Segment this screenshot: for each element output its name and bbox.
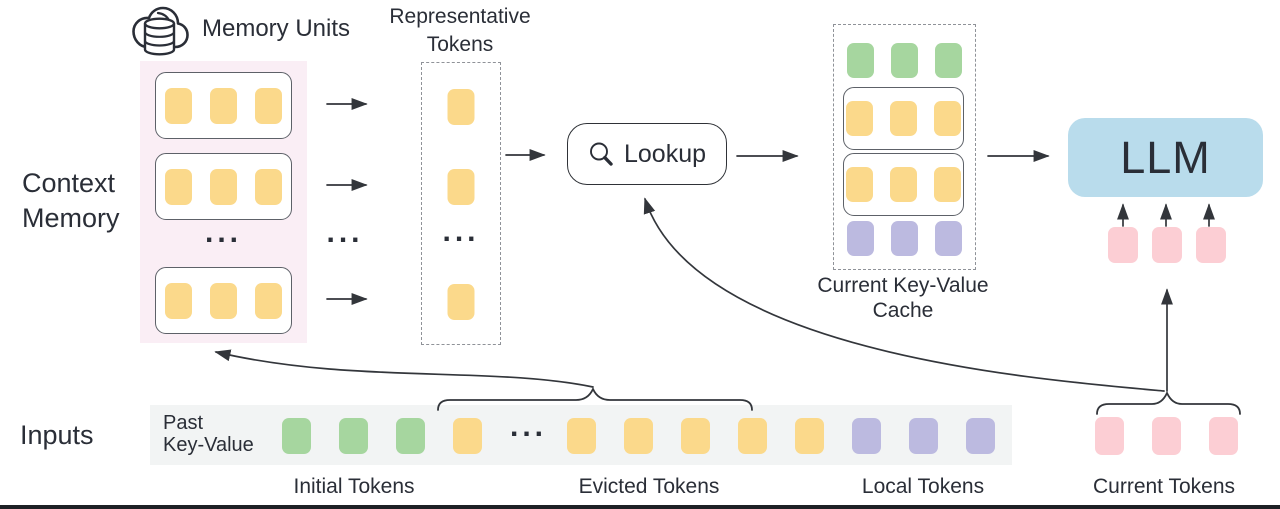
between-columns-ellipsis: ... bbox=[326, 216, 364, 249]
context-memory-line2: Memory bbox=[22, 203, 120, 233]
current-tokens-label: Current Tokens bbox=[1092, 475, 1236, 498]
green-token bbox=[847, 43, 874, 78]
initial-tokens-label: Initial Tokens bbox=[293, 475, 415, 498]
llm-input-tokens bbox=[1108, 227, 1226, 263]
past-kv-strip: Past Key-Value ... bbox=[150, 405, 1012, 465]
pink-token bbox=[1209, 417, 1238, 455]
yellow-token bbox=[890, 167, 917, 202]
cache-local-row bbox=[834, 221, 975, 256]
yellow-token bbox=[846, 101, 873, 136]
lookup-box: Lookup bbox=[567, 123, 727, 185]
search-icon bbox=[590, 142, 613, 166]
pink-token bbox=[1196, 227, 1226, 263]
yellow-token bbox=[567, 418, 596, 454]
current-kv-cache-line1: Current Key-Value bbox=[817, 274, 989, 297]
yellow-token bbox=[210, 168, 237, 205]
lookup-label: Lookup bbox=[623, 139, 707, 168]
ellipsis: ... bbox=[510, 410, 548, 443]
yellow-token bbox=[846, 167, 873, 202]
memory-units-label: Memory Units bbox=[202, 15, 351, 42]
green-token bbox=[339, 418, 368, 454]
yellow-token bbox=[934, 167, 961, 202]
green-token bbox=[935, 43, 962, 78]
yellow-token bbox=[255, 168, 282, 205]
current-kv-cache-line2: Cache bbox=[872, 299, 934, 322]
past-key-value-line2: Key-Value bbox=[163, 434, 254, 456]
yellow-token bbox=[934, 101, 961, 136]
current-tokens-row bbox=[1095, 417, 1238, 455]
purple-token bbox=[909, 418, 938, 454]
pink-token bbox=[1108, 227, 1138, 263]
arrow-evicted-to-memory bbox=[214, 349, 594, 388]
purple-token bbox=[847, 221, 874, 256]
memory-unit-2 bbox=[155, 153, 292, 220]
current-kv-cache-label: Current Key-Value Cache bbox=[793, 273, 1013, 323]
yellow-token bbox=[795, 418, 824, 454]
past-key-value-line1: Past bbox=[163, 412, 204, 434]
memory-unit-3 bbox=[155, 267, 292, 334]
yellow-token bbox=[681, 418, 710, 454]
ellipsis: ... bbox=[442, 215, 480, 248]
yellow-token bbox=[738, 418, 767, 454]
representative-tokens-line2: Tokens bbox=[426, 33, 494, 56]
cloud-database-icon bbox=[132, 6, 189, 56]
yellow-token bbox=[210, 282, 237, 319]
pink-token bbox=[1095, 417, 1124, 455]
past-key-value-label: Past Key-Value bbox=[163, 412, 254, 456]
llm-box: LLM bbox=[1068, 118, 1263, 197]
cache-memory-unit-2 bbox=[843, 153, 964, 216]
memory-unit-1 bbox=[155, 72, 292, 139]
yellow-token bbox=[447, 284, 475, 320]
representative-tokens-box: ... bbox=[421, 62, 501, 345]
cache-initial-row bbox=[834, 43, 975, 78]
yellow-token bbox=[165, 87, 192, 124]
memory-panel-ellipsis: ... bbox=[204, 216, 242, 249]
cache-memory-unit-1 bbox=[843, 87, 964, 150]
evicted-tokens-label: Evicted Tokens bbox=[578, 475, 720, 498]
green-token bbox=[396, 418, 425, 454]
context-memory-line1: Context bbox=[22, 168, 116, 198]
local-tokens-label: Local Tokens bbox=[861, 475, 985, 498]
green-token bbox=[891, 43, 918, 78]
yellow-token bbox=[624, 418, 653, 454]
purple-token bbox=[852, 418, 881, 454]
yellow-token bbox=[255, 87, 282, 124]
pink-token bbox=[1152, 227, 1182, 263]
yellow-token bbox=[447, 89, 475, 125]
yellow-token bbox=[447, 169, 475, 205]
current-kv-cache-box bbox=[833, 24, 976, 270]
yellow-token bbox=[255, 282, 282, 319]
yellow-token bbox=[165, 168, 192, 205]
yellow-token bbox=[165, 282, 192, 319]
context-memory-label: Context Memory bbox=[22, 166, 120, 236]
purple-token bbox=[966, 418, 995, 454]
representative-tokens-line1: Representative bbox=[389, 5, 531, 28]
purple-token bbox=[891, 221, 918, 256]
purple-token bbox=[935, 221, 962, 256]
context-memory-panel: ... bbox=[140, 61, 307, 343]
pink-token bbox=[1152, 417, 1181, 455]
yellow-token bbox=[890, 101, 917, 136]
representative-tokens-label: Representative Tokens bbox=[355, 3, 565, 59]
past-kv-token-sequence: ... bbox=[282, 412, 995, 454]
yellow-token bbox=[453, 418, 482, 454]
figure-bottom-rule bbox=[0, 505, 1280, 509]
inputs-label: Inputs bbox=[20, 420, 94, 450]
llm-label: LLM bbox=[1120, 131, 1211, 183]
green-token bbox=[282, 418, 311, 454]
current-tokens-brace bbox=[1096, 390, 1241, 415]
yellow-token bbox=[210, 87, 237, 124]
